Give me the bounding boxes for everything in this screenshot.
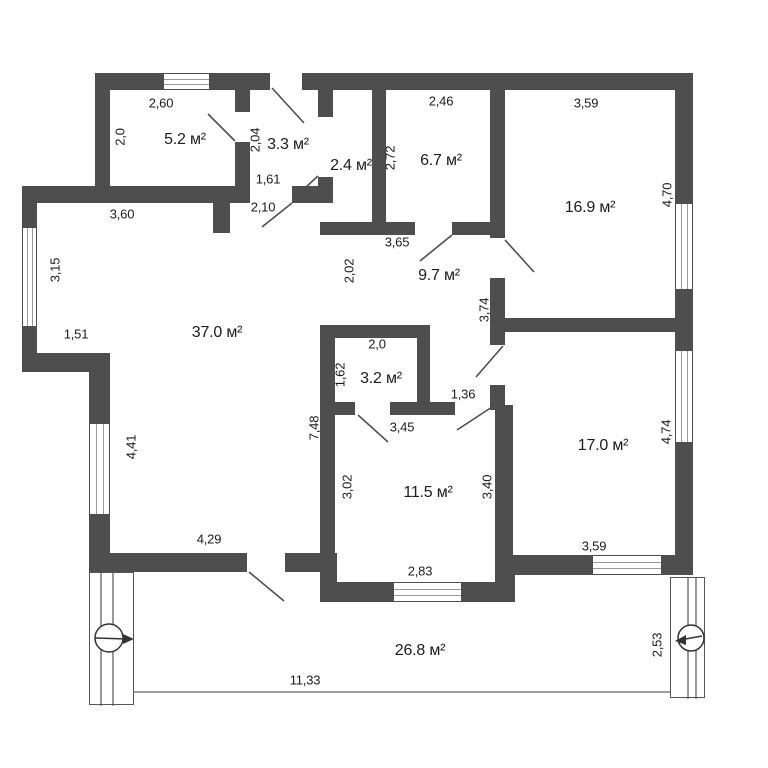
wall bbox=[675, 290, 693, 350]
window bbox=[393, 582, 462, 602]
dimension-label: 4,74 bbox=[658, 419, 674, 445]
window bbox=[675, 203, 693, 290]
wall bbox=[89, 553, 247, 572]
downpipe-icon bbox=[94, 573, 134, 706]
room-area-label: 26.8 м² bbox=[394, 642, 446, 659]
door-leaf bbox=[504, 239, 535, 273]
dimension-label: 1,51 bbox=[63, 326, 89, 342]
dimension-label: 11,33 bbox=[289, 672, 321, 688]
wall bbox=[22, 203, 37, 227]
dimension-label: 3,02 bbox=[339, 474, 355, 500]
wall bbox=[22, 353, 110, 372]
wall bbox=[302, 73, 693, 90]
dimension-label: 2,46 bbox=[428, 93, 454, 109]
wall bbox=[495, 405, 513, 602]
dimension-label: 1,62 bbox=[332, 362, 348, 388]
wall bbox=[675, 90, 693, 203]
dimension-label: 2,53 bbox=[649, 632, 665, 658]
wall bbox=[390, 402, 455, 415]
wall bbox=[490, 318, 675, 332]
room-area-label: 2.4 м² bbox=[330, 157, 372, 174]
room-area-label: 11.5 м² bbox=[403, 484, 453, 501]
door-leaf bbox=[248, 571, 285, 602]
wall bbox=[515, 555, 592, 575]
dimension-label: 3,45 bbox=[389, 419, 415, 435]
wall bbox=[490, 90, 505, 238]
wall bbox=[95, 90, 110, 186]
wall bbox=[337, 582, 393, 602]
window bbox=[592, 555, 662, 575]
terrace-column-left bbox=[89, 572, 134, 706]
door-leaf bbox=[207, 113, 236, 142]
dimension-label: 3,60 bbox=[109, 206, 135, 222]
wall bbox=[320, 325, 335, 572]
wall bbox=[89, 372, 110, 423]
dimension-label: 2,60 bbox=[148, 95, 174, 111]
wall bbox=[452, 222, 497, 235]
door-leaf bbox=[292, 175, 319, 200]
dimension-label: 4,70 bbox=[659, 182, 675, 208]
door-leaf bbox=[261, 202, 293, 228]
terrace-column-right bbox=[670, 577, 705, 699]
room-area-label: 37.0 м² bbox=[191, 324, 243, 341]
wall bbox=[213, 203, 230, 233]
wall bbox=[95, 73, 163, 90]
door-leaf bbox=[419, 234, 453, 262]
wall bbox=[320, 222, 415, 235]
wall bbox=[372, 90, 386, 235]
wall bbox=[490, 385, 505, 410]
dimension-label: 2,04 bbox=[247, 127, 263, 153]
room-area-label: 17.0 м² bbox=[577, 437, 629, 454]
room-area-label: 3.3 м² bbox=[267, 136, 309, 153]
room-area-label: 6.7 м² bbox=[420, 152, 462, 169]
window bbox=[22, 227, 37, 327]
dimension-label: 4,41 bbox=[123, 434, 139, 460]
door-leaf bbox=[456, 406, 493, 431]
wall bbox=[662, 555, 693, 575]
dimension-label: 3,15 bbox=[47, 257, 63, 283]
wall bbox=[318, 177, 333, 203]
dimension-label: 2,72 bbox=[382, 145, 398, 171]
door-leaf bbox=[357, 414, 389, 443]
dimension-label: 2,02 bbox=[341, 258, 357, 284]
wall bbox=[417, 325, 430, 415]
window bbox=[89, 423, 110, 515]
wall bbox=[210, 73, 270, 90]
dimension-label: 2,10 bbox=[250, 199, 276, 215]
dimension-label: 4,29 bbox=[196, 531, 222, 547]
dimension-label: 3,59 bbox=[581, 538, 607, 554]
door-leaf bbox=[271, 87, 305, 124]
wall bbox=[235, 90, 250, 112]
wall bbox=[675, 443, 693, 575]
dimension-label: 1,36 bbox=[450, 386, 476, 402]
dimension-label: 1,61 bbox=[255, 171, 281, 187]
door-leaf bbox=[475, 345, 504, 378]
window bbox=[675, 350, 693, 443]
dimension-label: 3,40 bbox=[479, 474, 495, 500]
dimension-label: 3,74 bbox=[476, 297, 492, 323]
wall bbox=[22, 186, 250, 203]
downpipe-icon bbox=[675, 578, 705, 699]
room-area-label: 5.2 м² bbox=[164, 131, 206, 148]
room-area-label: 9.7 м² bbox=[418, 267, 460, 284]
dimension-label: 2,0 bbox=[368, 336, 386, 352]
room-area-label: 16.9 м² bbox=[564, 199, 616, 216]
dimension-label: 2,83 bbox=[407, 563, 433, 579]
window bbox=[163, 73, 210, 90]
dimension-label: 3,65 bbox=[384, 234, 410, 250]
dimension-label: 2,0 bbox=[112, 128, 128, 146]
room-area-label: 3.2 м² bbox=[360, 370, 402, 387]
wall bbox=[235, 142, 250, 186]
wall bbox=[318, 90, 333, 117]
wall bbox=[320, 402, 355, 415]
wall bbox=[320, 325, 430, 338]
dimension-label: 3,59 bbox=[573, 95, 599, 111]
dimension-label: 7,48 bbox=[306, 415, 322, 441]
